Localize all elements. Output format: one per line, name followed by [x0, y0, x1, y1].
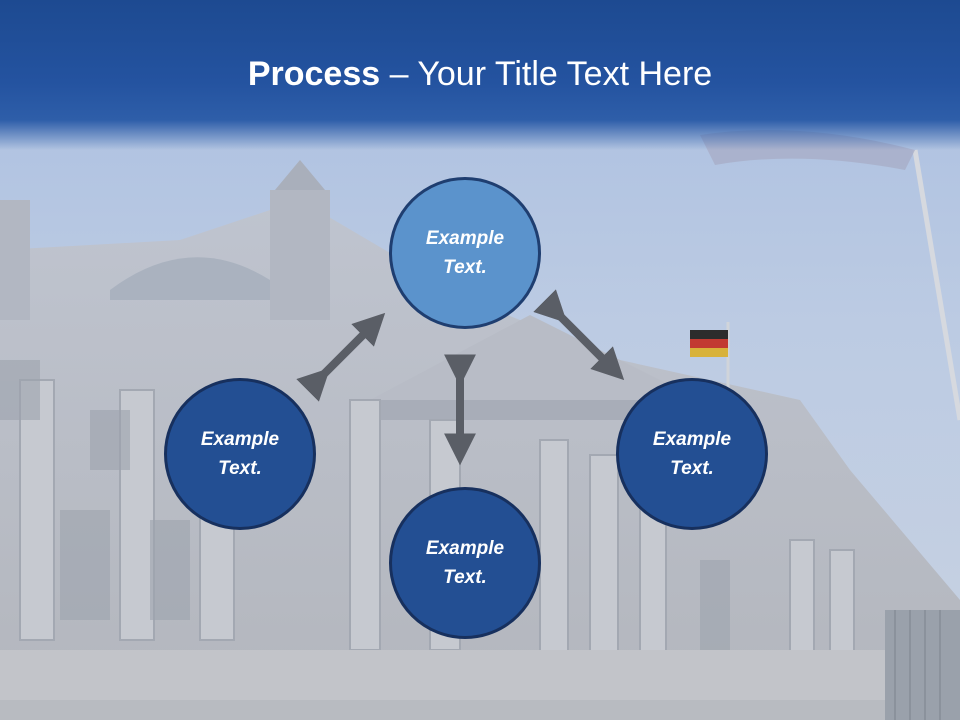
process-node-right: Example Text.	[616, 378, 768, 530]
process-node-top: Example Text.	[389, 177, 541, 329]
slide-title-bold: Process	[247, 55, 381, 93]
double-arrow-icon	[533, 289, 625, 381]
node-text-line1: Example	[200, 429, 280, 450]
node-text-line1: Example	[425, 228, 505, 249]
node-text-line2: Text.	[670, 458, 714, 479]
node-text-line2: Text.	[443, 567, 487, 588]
node-text-line1: Example	[425, 538, 505, 559]
process-node-bottom: Example Text.	[389, 487, 541, 639]
node-text-line1: Example	[652, 429, 732, 450]
double-arrow-icon	[296, 312, 386, 402]
node-text-line2: Text.	[218, 458, 262, 479]
title-bar	[0, 0, 960, 150]
slide-title-rest: – Your Title Text Here	[380, 55, 713, 93]
slide-title: Process – Your Title Text Here	[0, 52, 960, 96]
node-text-line2: Text.	[443, 257, 487, 278]
process-node-left: Example Text.	[164, 378, 316, 530]
